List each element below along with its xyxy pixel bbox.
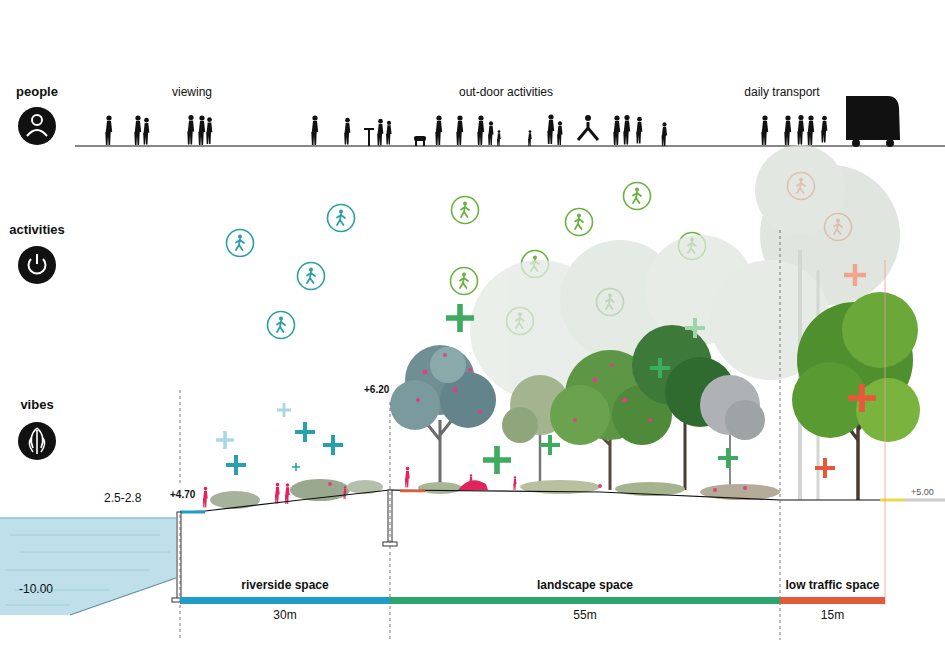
band-bar [180, 597, 390, 604]
water-level-label: 2.5-2.8 [104, 491, 141, 505]
depth-label: -10.00 [19, 582, 53, 596]
width-dimension: 55m [573, 608, 596, 622]
edge-line [885, 260, 886, 605]
row-title: activities [9, 222, 65, 238]
group-label: out-door activities [459, 85, 553, 99]
space-title: landscape space [537, 577, 633, 593]
space-title: low traffic space [785, 577, 879, 593]
guide-lines [180, 230, 780, 640]
band-bar [390, 597, 780, 604]
space-title: riverside space [241, 577, 328, 593]
width-dimension: 30m [273, 608, 296, 622]
space-band: riverside space 30m [180, 577, 390, 623]
elevation-label: +5.00 [911, 487, 934, 498]
row-title: people [16, 84, 58, 100]
space-band: low traffic space 15m [780, 577, 885, 623]
space-band: landscape space 55m [390, 577, 780, 623]
section-people [203, 467, 517, 508]
people-silhouettes [105, 96, 900, 147]
vibe-plus-signs [216, 264, 876, 478]
group-label: daily transport [744, 85, 819, 99]
category-icons [18, 107, 56, 460]
trees [390, 292, 920, 500]
row-title: vibes [20, 397, 53, 413]
water [0, 518, 176, 615]
grass [210, 479, 780, 509]
elevation-label: +4.70 [170, 489, 195, 501]
elevation-label: +6.20 [364, 384, 389, 396]
width-dimension: 15m [821, 608, 844, 622]
group-label: viewing [172, 85, 212, 99]
band-bar [780, 597, 885, 604]
ground-section [172, 490, 945, 602]
